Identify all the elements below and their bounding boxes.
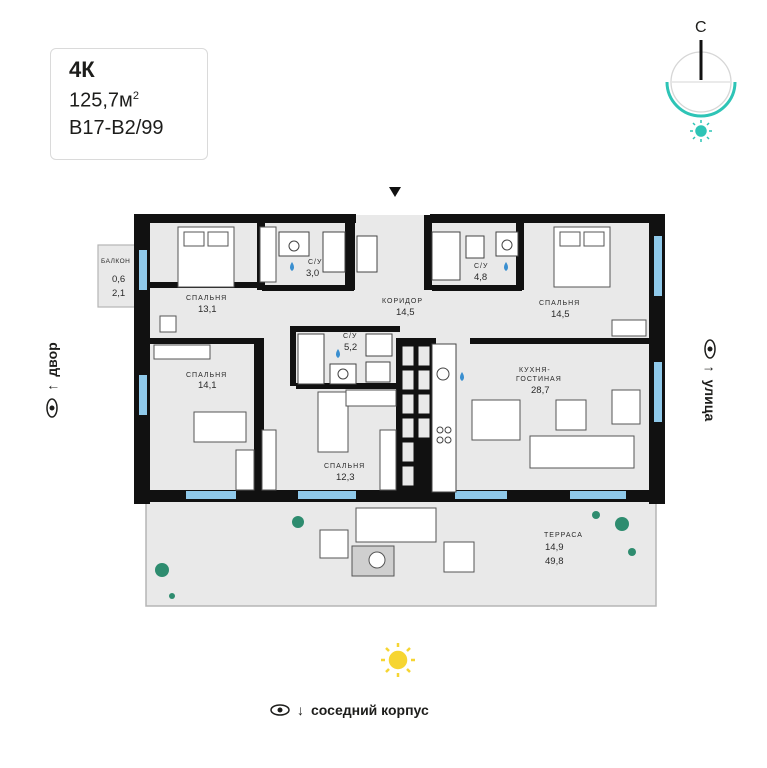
sun-icon-bottom xyxy=(381,643,415,677)
kitchen-label-line1: КУХНЯ- xyxy=(519,367,551,374)
compass xyxy=(665,40,737,142)
eye-icon xyxy=(46,397,58,418)
furniture xyxy=(153,226,647,491)
interior-walls xyxy=(150,215,650,493)
balcony-area2: 2,1 xyxy=(112,288,126,299)
bedroom2-label: СПАЛЬНЯ xyxy=(539,300,581,307)
bedroom4-area: 12,3 xyxy=(336,472,355,483)
eye-icon xyxy=(270,704,290,716)
apartment-code: В17-В2/99 xyxy=(69,116,164,139)
view-bottom-label: соседний корпус xyxy=(311,702,429,718)
compass-north-label: С xyxy=(695,19,707,36)
arrow-up-icon: ↑ xyxy=(702,365,718,373)
apartment-area: 125,7м2 xyxy=(69,89,139,112)
view-left: ↑ двор xyxy=(44,310,60,450)
bath2-area: 4,8 xyxy=(474,272,488,283)
bedroom3-label: СПАЛЬНЯ xyxy=(186,372,228,379)
terrace-furniture xyxy=(319,507,475,577)
kitchen-cabinets xyxy=(401,345,431,487)
terrace-area2: 49,8 xyxy=(545,556,564,567)
terrace-area1: 14,9 xyxy=(545,542,564,553)
view-bottom: ↓ соседний корпус xyxy=(270,702,429,718)
arrow-up-icon: ↑ xyxy=(44,383,60,391)
sun-icon xyxy=(690,120,712,142)
bedroom4-label: СПАЛЬНЯ xyxy=(324,463,366,470)
apartment-info-card: 4К 125,7м2 В17-В2/99 xyxy=(50,48,208,160)
bedroom1-area: 13,1 xyxy=(198,304,217,315)
bedroom3-area: 14,1 xyxy=(198,380,217,391)
water-drop-icons xyxy=(290,262,508,381)
bathroom-fixtures xyxy=(278,231,519,385)
apartment-type: 4К xyxy=(69,57,95,82)
bath3-area: 5,2 xyxy=(344,342,358,353)
kitchen-counter xyxy=(431,343,457,493)
terrace-label: ТЕРРАСА xyxy=(544,532,583,539)
balcony-area1: 0,6 xyxy=(112,274,126,285)
bedroom2-area: 14,5 xyxy=(551,309,570,320)
bath3-label: С/У xyxy=(343,333,358,340)
eye-icon xyxy=(704,338,716,359)
windows xyxy=(139,236,662,499)
bed-icons xyxy=(177,226,611,453)
balcony-label: БАЛКОН xyxy=(101,258,131,265)
entrance-marker xyxy=(389,187,401,197)
arrow-down-icon: ↓ xyxy=(297,702,304,718)
corridor-label: КОРИДОР xyxy=(382,298,423,305)
sink-icon xyxy=(436,367,450,381)
bath2-label: С/У xyxy=(474,263,489,270)
view-left-label: двор xyxy=(44,342,60,377)
bath1-area: 3,0 xyxy=(306,268,320,279)
view-right: ↑ улица xyxy=(702,310,718,450)
kitchen-label-line2: ГОСТИНАЯ xyxy=(516,376,562,383)
view-right-label: улица xyxy=(702,379,718,422)
kitchen-area: 28,7 xyxy=(531,385,550,396)
plant-icons xyxy=(155,511,636,599)
corridor-area: 14,5 xyxy=(396,307,415,318)
bedroom1-label: СПАЛЬНЯ xyxy=(186,295,228,302)
bath1-label: С/У xyxy=(308,259,323,266)
